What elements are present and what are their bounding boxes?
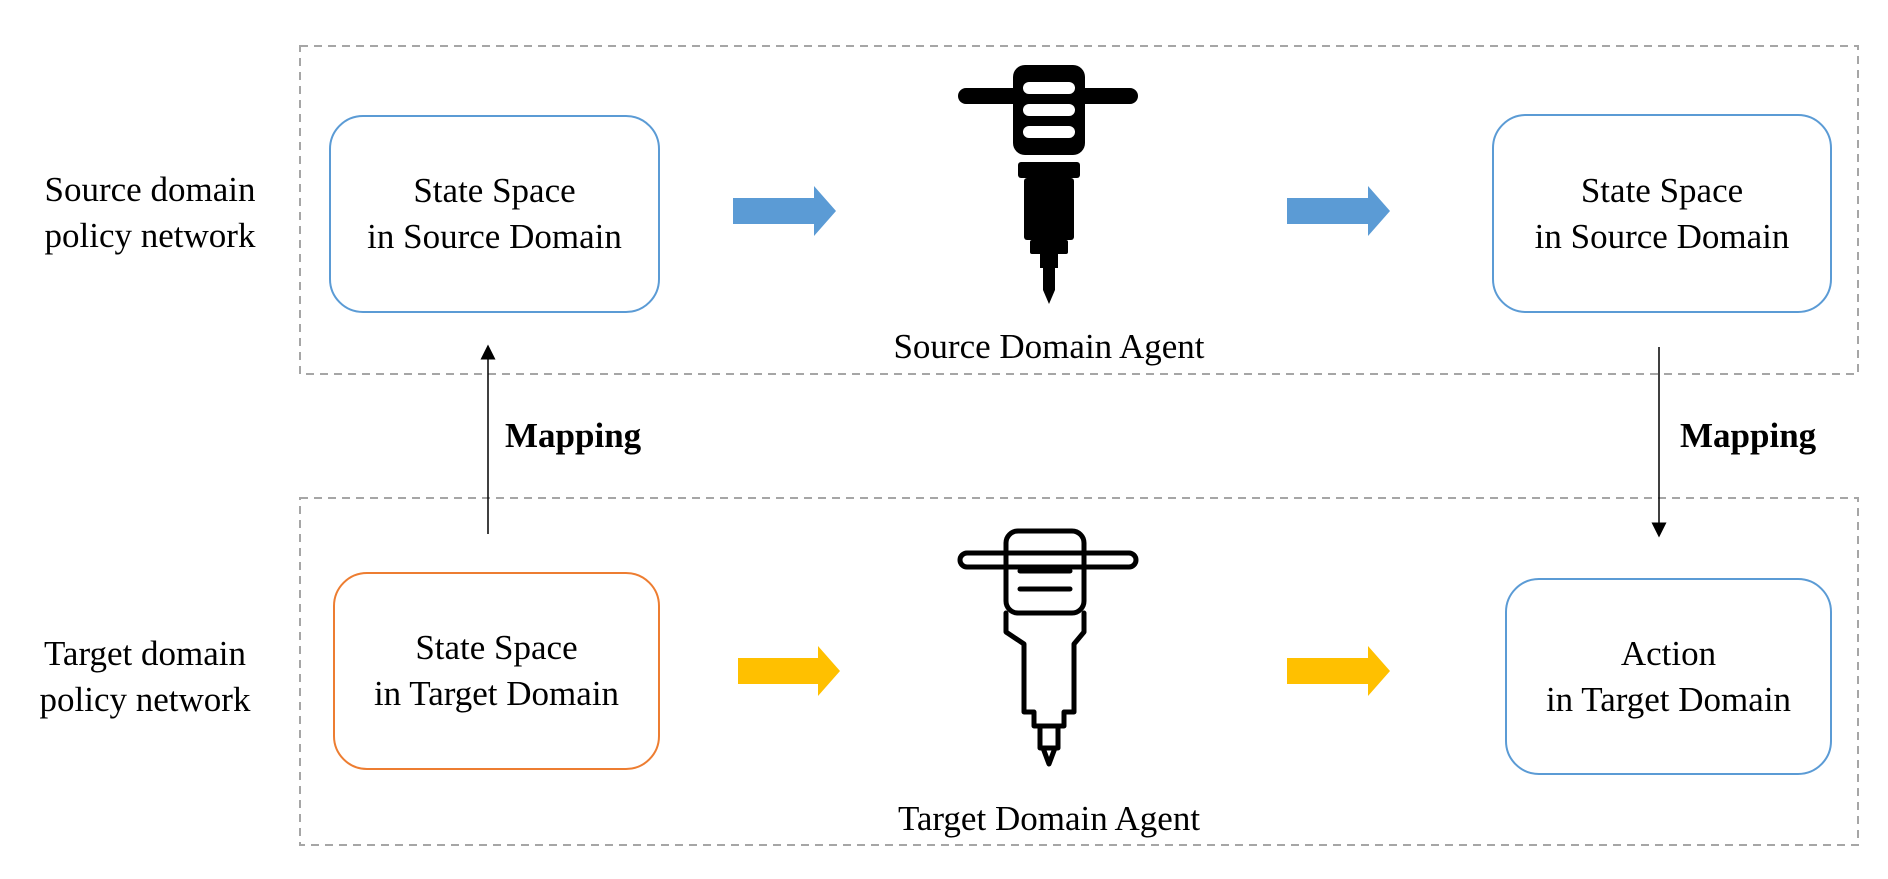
jackhammer-solid-icon — [958, 65, 1138, 304]
source-flow-arrow-1 — [733, 186, 836, 236]
mapping-label-right: Mapping — [1680, 416, 1817, 455]
target-action-box: Action in Target Domain — [1505, 578, 1832, 775]
target-row-label: Target domain policy network — [39, 634, 251, 719]
source-state-space-text: State Space in Source Domain — [367, 171, 622, 256]
source-state-space-box: State Space in Source Domain — [329, 115, 660, 313]
mapping-label-left: Mapping — [505, 416, 642, 455]
target-agent-label: Target Domain Agent — [897, 799, 1201, 838]
source-domain-panel — [299, 45, 1859, 375]
target-action-text: Action in Target Domain — [1545, 633, 1792, 719]
source-flow-arrow-2 — [1287, 186, 1390, 236]
source-agent-label: Source Domain Agent — [893, 327, 1205, 366]
source-output-box: State Space in Source Domain — [1492, 114, 1832, 313]
target-flow-arrow-2 — [1287, 646, 1390, 696]
target-flow-arrow-1 — [738, 646, 840, 696]
target-state-space-box: State Space in Target Domain — [333, 572, 660, 770]
source-output-text: State Space in Source Domain — [1534, 170, 1790, 256]
jackhammer-outline-icon — [957, 528, 1139, 767]
target-state-space-text: State Space in Target Domain — [373, 628, 620, 713]
source-row-label: Source domain policy network — [44, 170, 256, 255]
jackhammer-solid-icon-slots — [1023, 82, 1075, 138]
